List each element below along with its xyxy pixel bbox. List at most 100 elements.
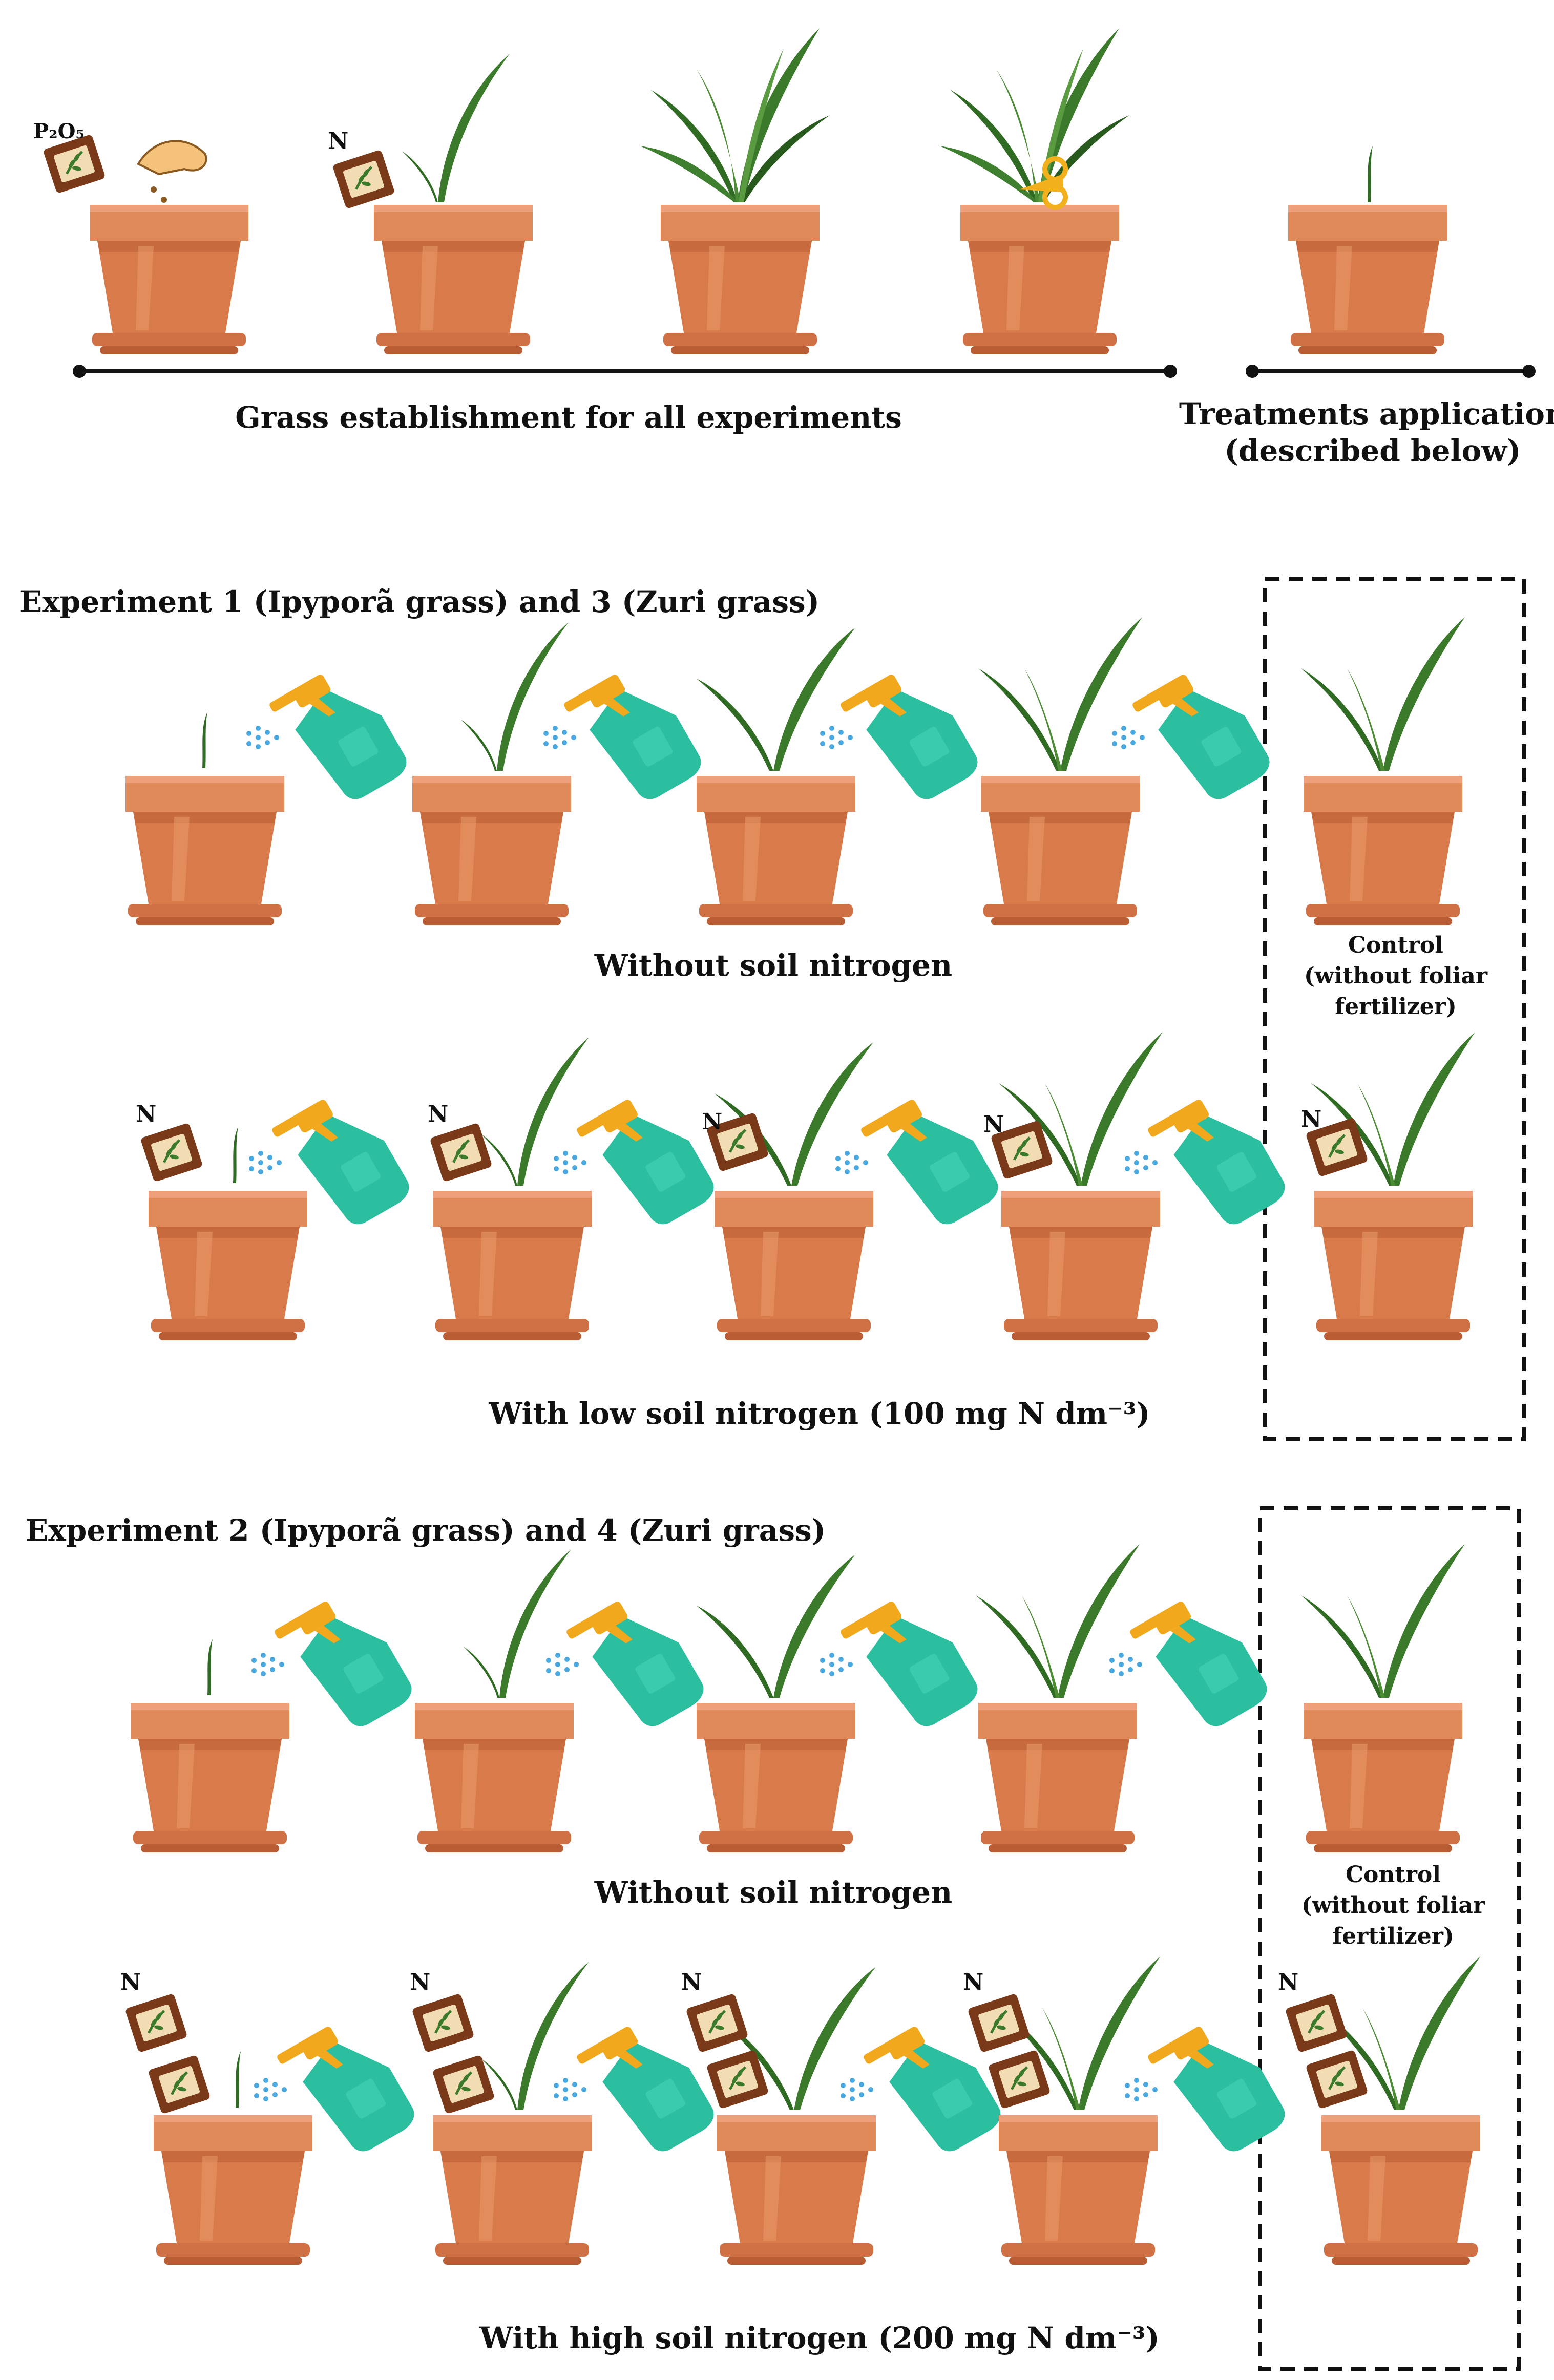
grass-icon (202, 712, 207, 768)
timeline-dot (1164, 365, 1177, 378)
fertilizer-bag-icon (140, 1123, 203, 1182)
mist-icon (543, 726, 576, 749)
row-label-high-n: With high soil nitrogen (200 mg N dm⁻³) (479, 2321, 1160, 2355)
control-sublabel-1: (without foliar (1301, 1892, 1485, 1919)
experiment-2-section: Experiment 2 (Ipyporã grass) and 4 (Zuri… (26, 1506, 1521, 2371)
sprayer-icon (565, 1598, 709, 1737)
sprayer-icon (268, 671, 412, 810)
flowerpot-icon (999, 2115, 1158, 2265)
fertilizer-bag-icon (1306, 2050, 1369, 2109)
control-sublabel-1: (without foliar (1304, 963, 1488, 989)
sprayer-icon (839, 1598, 983, 1737)
n-label: N (1278, 1969, 1298, 1995)
control-box (1258, 1506, 1521, 2371)
mist-icon (554, 2078, 586, 2101)
experiment-1-section: Experiment 1 (Ipyporã grass) and 3 (Zuri… (19, 577, 1526, 1441)
fertilizer-bag-icon (148, 2055, 211, 2114)
flowerpot-icon (1304, 776, 1462, 925)
control-sublabel-2: fertilizer) (1332, 1923, 1454, 1949)
mist-icon (251, 1653, 284, 1676)
mist-icon (1125, 1151, 1158, 1174)
flowerpot-icon (697, 1703, 855, 1852)
n-label: N (983, 1111, 1004, 1138)
flowerpot-icon (1314, 1191, 1473, 1340)
sprayer-icon (839, 671, 983, 810)
flowerpot-icon (715, 1191, 873, 1340)
n-label: N (681, 1969, 702, 1995)
mist-icon (554, 1151, 586, 1174)
grass-icon (233, 1127, 238, 1183)
grass-icon (940, 28, 1129, 202)
flowerpot-icon (717, 2115, 876, 2265)
n-label: N (328, 128, 348, 154)
grass-icon (976, 1544, 1140, 1698)
sprayer-icon (1147, 2023, 1291, 2162)
grass-icon (697, 627, 855, 771)
grass-icon (481, 1037, 589, 1186)
fertilizer-bag-icon (125, 1993, 188, 2053)
experiment-2-title: Experiment 2 (Ipyporã grass) and 4 (Zuri… (26, 1513, 826, 1548)
sprayer-icon (1147, 1096, 1291, 1235)
timeline-dot (1246, 365, 1259, 378)
fertilizer-bag-icon (430, 1123, 493, 1182)
control-label: Control (1348, 932, 1443, 958)
mist-icon (835, 1151, 868, 1174)
flowerpot-icon (981, 776, 1140, 925)
flowerpot-icon (433, 2115, 592, 2265)
mist-icon (1125, 2078, 1158, 2101)
n-label: N (702, 1109, 722, 1135)
n-label: N (1301, 1106, 1321, 1132)
mist-icon (546, 1653, 579, 1676)
grass-icon (1301, 617, 1465, 771)
flowerpot-icon (661, 205, 820, 354)
fertilizer-bag-icon (412, 1993, 475, 2053)
row-label-low-n: With low soil nitrogen (100 mg N dm⁻³) (488, 1396, 1150, 1431)
mist-icon (246, 726, 279, 749)
sprayer-icon (563, 671, 707, 810)
grass-icon (640, 28, 830, 202)
grass-icon (207, 1639, 213, 1695)
grass-icon (697, 1554, 855, 1698)
mist-icon (820, 726, 853, 749)
control-box (1263, 577, 1526, 1441)
flowerpot-icon (412, 776, 571, 925)
grass-icon (481, 1962, 589, 2110)
grass-icon (978, 617, 1142, 771)
control-sublabel-2: fertilizer) (1335, 994, 1457, 1020)
flowerpot-icon (1001, 1191, 1160, 1340)
flowerpot-icon (131, 1703, 289, 1852)
treatment-label: Treatments application (1179, 396, 1554, 431)
flowerpot-icon (374, 205, 533, 354)
flowerpot-icon (154, 2115, 312, 2265)
sprayer-icon (576, 1096, 720, 1235)
grass-icon (1368, 146, 1373, 202)
flowerpot-icon (1321, 2115, 1480, 2265)
grass-icon (1301, 1544, 1465, 1698)
mist-icon (1112, 726, 1145, 749)
hand-icon (137, 140, 207, 203)
n-label: N (428, 1101, 448, 1127)
fertilizer-bag-icon (1285, 1993, 1348, 2053)
timeline-label: Grass establishment for all experiments (235, 400, 902, 435)
p2o5-label: P₂O₅ (33, 119, 85, 143)
sprayer-icon (274, 1598, 417, 1737)
grass-icon (461, 622, 569, 771)
flowerpot-icon (1288, 205, 1447, 354)
n-label: N (410, 1969, 430, 1995)
flowerpot-icon (960, 205, 1119, 354)
scissors-icon (1019, 156, 1068, 210)
grass-icon (464, 1549, 571, 1698)
flowerpot-icon (149, 1191, 307, 1340)
grass-icon (402, 54, 510, 202)
sprayer-icon (1129, 1598, 1273, 1737)
fertilizer-bag-icon (332, 150, 395, 209)
mist-icon (1109, 1653, 1142, 1676)
fertilizer-bag-icon (968, 1993, 1031, 2053)
flowerpot-icon (697, 776, 855, 925)
fertilizer-bag-icon (988, 2050, 1051, 2109)
treatment-sublabel: (described below) (1224, 433, 1521, 468)
top-section: P₂O₅ N Grass establishment f (33, 28, 1554, 468)
sprayer-icon (1131, 671, 1275, 810)
flowerpot-icon (978, 1703, 1137, 1852)
